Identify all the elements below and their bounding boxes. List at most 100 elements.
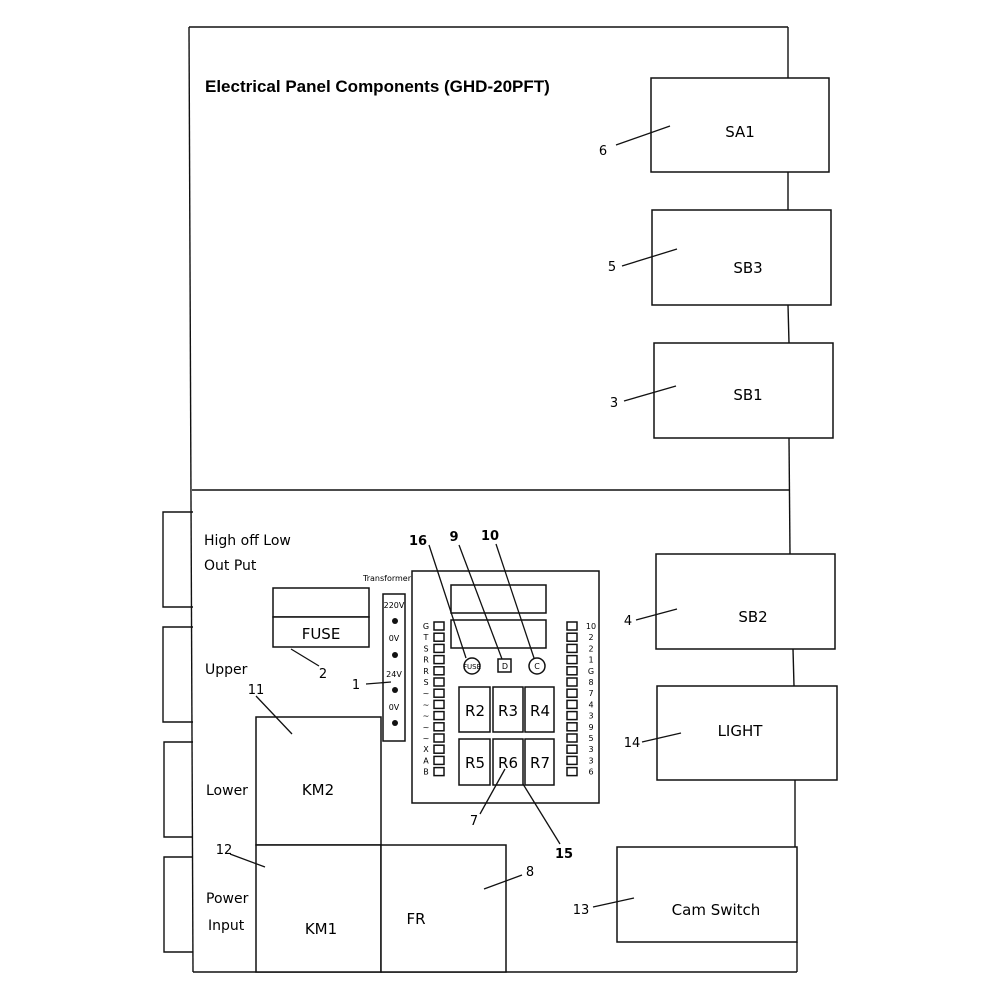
relay-r3-label: R3 [498, 702, 518, 720]
sb3-button: SB3 [651, 209, 832, 306]
d-indicator-label: D [502, 662, 508, 671]
km1-label: KM1 [305, 920, 337, 938]
left-side-tabs [162, 511, 193, 953]
callout-15: 15 [555, 847, 573, 862]
left-terminal-label: ~ [423, 712, 430, 721]
callout-2: 2 [319, 667, 327, 682]
left-terminal-label: X [423, 745, 429, 754]
c-indicator [528, 657, 546, 675]
callout-8: 8 [526, 865, 534, 880]
sb1-label: SB1 [733, 386, 762, 404]
left-terminal-label: ~ [423, 734, 430, 743]
sb2-label: SB2 [738, 608, 767, 626]
left-terminal-label: B [423, 768, 429, 777]
callout-12: 12 [216, 843, 233, 858]
right-terminal-label: 1 [588, 656, 593, 665]
transformer-label: Transformer [362, 574, 412, 583]
left-terminal-slot [433, 722, 445, 732]
right-terminal-label: 2 [588, 644, 593, 653]
left-terminal-slot [433, 688, 445, 698]
cam-switch-label: Cam Switch [672, 901, 761, 919]
right-terminal-label: 3 [588, 712, 593, 721]
right-terminal-slot [566, 632, 578, 642]
km1-contactor: KM1 [255, 844, 382, 973]
upper-label: Upper [205, 662, 248, 678]
relay-r7-label: R7 [530, 754, 550, 772]
light-indicator: LIGHT [656, 685, 838, 781]
right-terminal-label: 8 [588, 678, 593, 687]
left-terminal-slot [433, 621, 445, 631]
right-terminal-slot [566, 733, 578, 743]
callout-4: 4 [624, 614, 632, 629]
right-terminal-label: 4 [588, 700, 593, 709]
right-terminal-slot [566, 755, 578, 766]
left-terminal-slot [433, 666, 445, 676]
right-terminal-slot [566, 744, 578, 754]
lower-label: Lower [206, 783, 248, 799]
left-terminal-slot [433, 755, 445, 766]
relay-r7 [524, 738, 555, 786]
right-terminal-slot [566, 677, 578, 687]
right-terminal-label: 3 [588, 745, 593, 754]
right-terminal-label: 3 [588, 756, 593, 765]
out-put-label: Out Put [204, 558, 257, 574]
left-terminal-label: S [423, 678, 428, 687]
tap-dot [392, 720, 398, 726]
sb1-button: SB1 [653, 342, 834, 439]
relay-r4 [524, 686, 555, 733]
left-terminal-slot [433, 677, 445, 687]
relay-r3 [492, 686, 524, 733]
diagram-title: Electrical Panel Components (GHD-20PFT) [205, 77, 550, 96]
tap-0v-a: 0V [389, 634, 400, 643]
callout-6: 6 [599, 144, 607, 159]
right-terminal-slot [566, 699, 578, 710]
right-terminal-slot [566, 666, 578, 676]
relay-r2-label: R2 [465, 702, 485, 720]
callout-10: 10 [481, 529, 499, 544]
right-terminal-label: 10 [586, 622, 596, 631]
fuse-label: FUSE [302, 625, 341, 643]
left-terminal-label: A [423, 756, 429, 765]
callout-14: 14 [624, 736, 641, 751]
tap-220v: 220V [384, 601, 405, 610]
c-indicator-label: C [534, 662, 540, 671]
tap-dot [392, 652, 398, 658]
sb3-label: SB3 [733, 259, 762, 277]
left-terminal-slot [433, 744, 445, 754]
left-terminal-label: ~ [423, 723, 430, 732]
d-indicator [497, 658, 512, 673]
tap-dot [392, 687, 398, 693]
left-terminal-slot [433, 699, 445, 710]
sb2-button: SB2 [655, 553, 836, 650]
left-terminal-slot [433, 733, 445, 743]
callout-5: 5 [608, 260, 616, 275]
callout-7: 7 [470, 814, 478, 829]
right-terminal-label: 6 [588, 768, 593, 777]
left-terminal-label: R [423, 656, 429, 665]
left-terminal-slot [433, 643, 445, 654]
right-terminal-slot [566, 688, 578, 698]
tap-0v-b: 0V [389, 703, 400, 712]
callout-16: 16 [409, 534, 427, 549]
high-off-low-label: High off Low [204, 533, 291, 549]
tap-dot [392, 618, 398, 624]
right-terminal-slot [566, 621, 578, 631]
left-terminal-label: T [423, 633, 429, 642]
power-label: Power [206, 891, 249, 907]
right-terminal-slot [566, 643, 578, 654]
fuse-indicator-label: FUSE [463, 663, 481, 671]
input-label: Input [208, 918, 245, 934]
km2-contactor: KM2 [255, 716, 382, 846]
right-terminal-label: 2 [588, 633, 593, 642]
fuse-indicator [463, 657, 481, 675]
left-terminal-slot [433, 632, 445, 642]
relay-r2 [458, 686, 491, 733]
km2-label: KM2 [302, 781, 334, 799]
left-terminal-label: G [423, 622, 429, 631]
relay-r5 [458, 738, 491, 786]
relay-r5-label: R5 [465, 754, 485, 772]
cam-switch: Cam Switch [616, 846, 798, 943]
right-terminal-slot [566, 654, 578, 665]
